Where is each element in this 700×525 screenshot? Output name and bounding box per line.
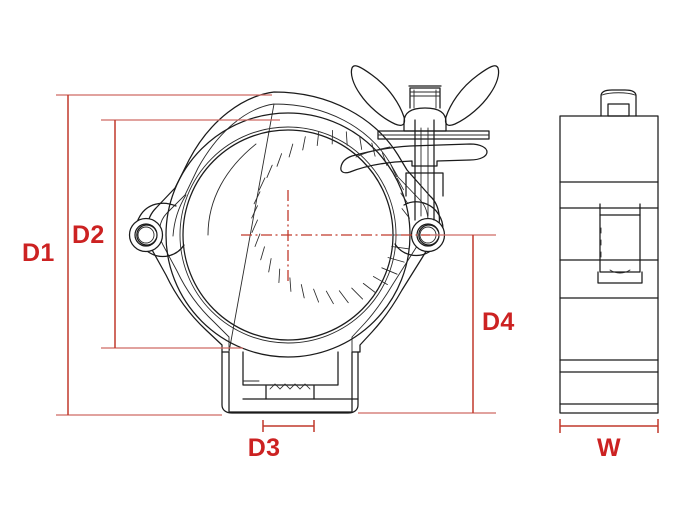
knurled-ring: [165, 112, 411, 358]
dimension-D2: D2: [72, 119, 280, 349]
bore-centerline: [241, 190, 430, 282]
dimension-D3: D3: [248, 420, 315, 462]
clamp-body-outline: [146, 91, 440, 413]
dimension-W: W: [559, 419, 659, 462]
front-view: [128, 65, 500, 414]
bolt-shank: [405, 119, 444, 221]
dimension-label-W: W: [597, 434, 621, 462]
dimension-label-D3: D3: [248, 434, 281, 462]
dimension-D1: D1: [22, 94, 272, 416]
dimension-label-D2: D2: [72, 221, 105, 249]
side-stud: [600, 89, 637, 117]
side-channel: [597, 203, 643, 284]
dimension-D4: D4: [358, 234, 515, 414]
side-view: [559, 89, 659, 414]
mounting-bracket: [221, 351, 359, 414]
bolt-hole-left: [128, 202, 185, 258]
dimension-label-D1: D1: [22, 239, 55, 267]
bolt-hole-right: [394, 201, 446, 257]
washer: [377, 130, 490, 140]
dimension-label-D4: D4: [482, 308, 515, 336]
wing-nut: [350, 65, 500, 132]
lever-arm: [340, 143, 488, 174]
